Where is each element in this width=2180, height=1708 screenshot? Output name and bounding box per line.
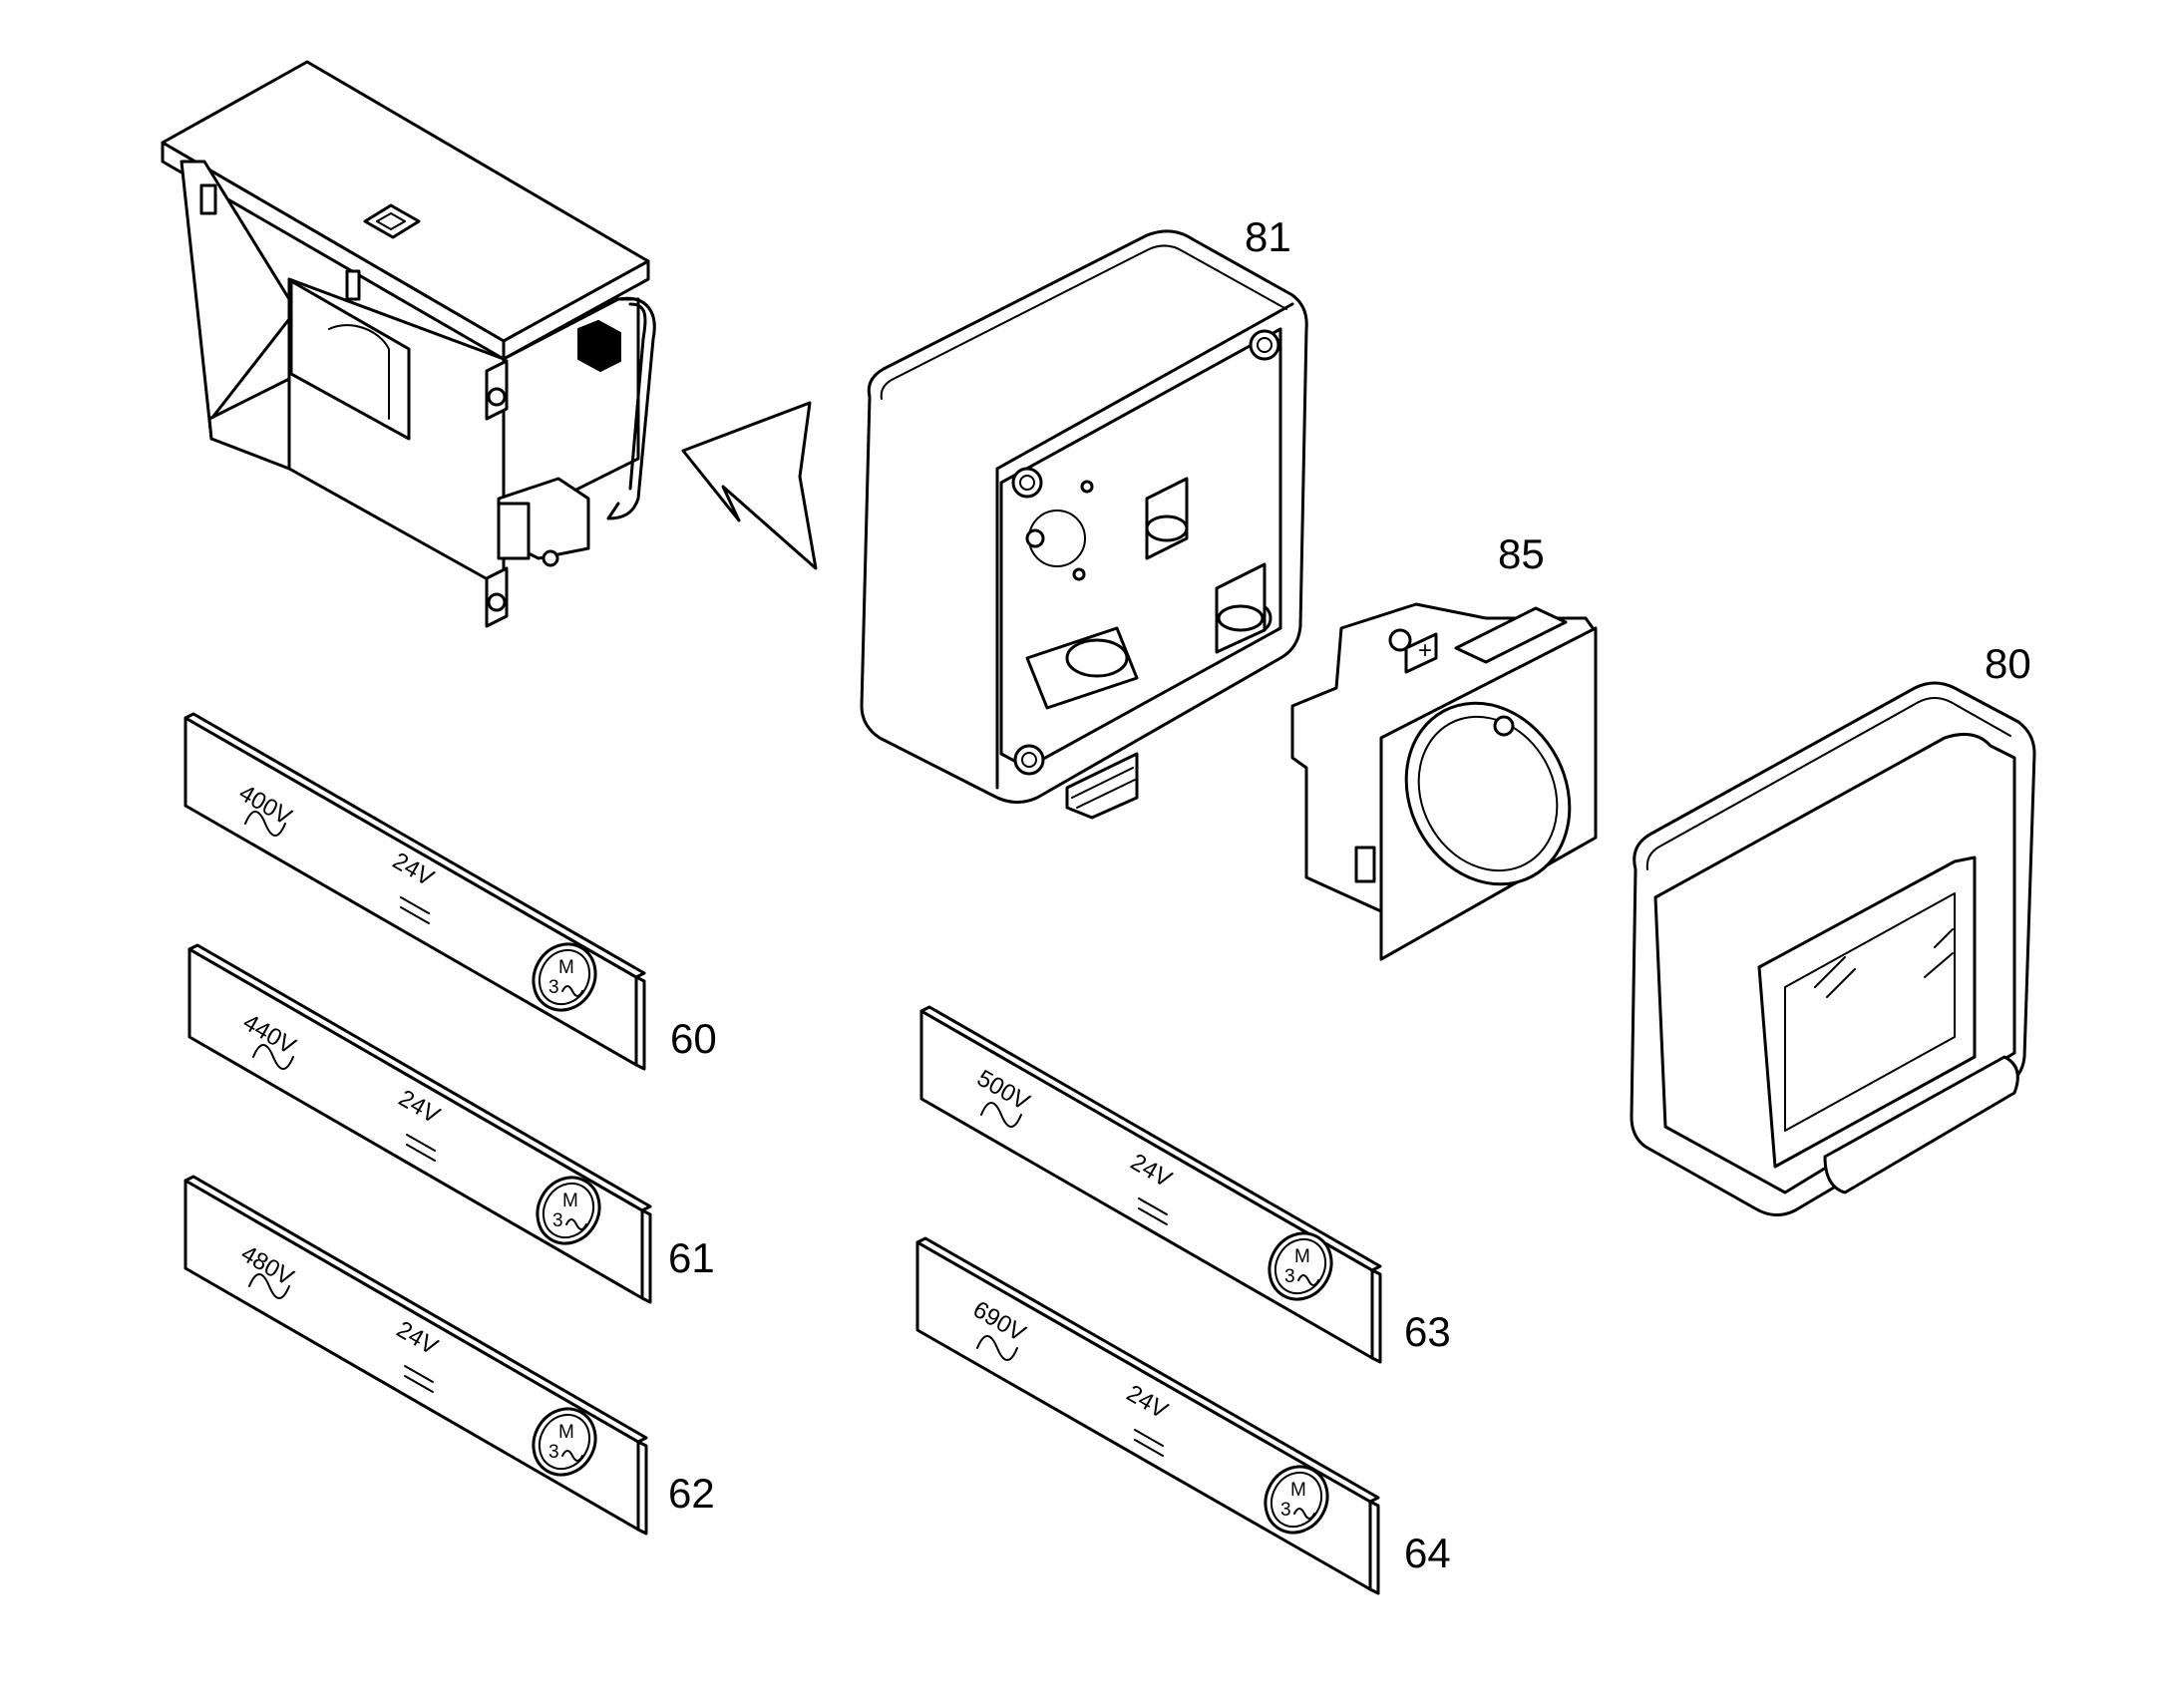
alternating-current-icon [244, 811, 286, 837]
label-cover-ref: 80 [1985, 640, 2031, 687]
label-plate-63-ref: 63 [1404, 1308, 1451, 1355]
alternating-current-icon [980, 1102, 1022, 1128]
label-plate-60-ref: 60 [670, 1015, 717, 1062]
motor-symbol-top: M [1294, 1246, 1310, 1267]
label-plate-61-ref: 61 [668, 1234, 715, 1281]
motor-symbol-top: M [1290, 1480, 1306, 1501]
lid-latch-icon [363, 203, 421, 239]
direct-current-icon [400, 896, 430, 924]
label-plate-62-ref: 62 [668, 1470, 715, 1517]
motor-symbol-bottom: 3 [1280, 1500, 1291, 1521]
label-plate-64-ref: 64 [1404, 1530, 1451, 1576]
rating-plate-64: 690V 24V M 3 [915, 1236, 1380, 1595]
motor-symbol-top: M [562, 1191, 578, 1211]
motor-symbol-bottom: 3 [548, 977, 559, 998]
device-lid-side [502, 259, 650, 361]
device-window [289, 279, 411, 441]
cable-loop [606, 296, 656, 520]
cover-hinge [1823, 1055, 2019, 1195]
motor-symbol-top: M [558, 957, 574, 978]
motor-symbol-bottom: 3 [548, 1442, 559, 1463]
socket-receptacle-icon [1404, 701, 1572, 886]
label-socket-ref: 85 [1498, 530, 1545, 577]
alternating-current-icon [248, 1273, 290, 1299]
cover-window [1757, 855, 1977, 1169]
motor-symbol-bottom: 3 [1284, 1266, 1295, 1287]
housing-cable-gland [1065, 752, 1139, 820]
direct-current-icon [1134, 1429, 1164, 1457]
junction-housing [860, 229, 1308, 820]
socket-earth-mark: + [1418, 637, 1432, 664]
direct-current-icon [406, 1134, 436, 1162]
direct-current-icon [1138, 1197, 1168, 1225]
rating-plate-61: 440V 24V M 3 [187, 943, 652, 1304]
rating-plate-63: 500V 24V M 3 [919, 1005, 1382, 1364]
motor-symbol-bottom: 3 [552, 1210, 563, 1231]
label-housing-ref: 81 [1245, 213, 1291, 260]
alternating-current-icon [252, 1044, 294, 1070]
power-socket-insert: + [1290, 602, 1598, 961]
rating-plate-60: 400V 24V M 3 [183, 712, 646, 1071]
protective-cover [1630, 681, 2036, 1216]
motor-symbol-top: M [558, 1422, 574, 1443]
mounted-device-assembly [161, 60, 656, 628]
bracket-tab [199, 183, 217, 215]
lightning-arrow-icon [681, 401, 818, 570]
direct-current-icon [404, 1365, 434, 1393]
alternating-current-icon [976, 1335, 1018, 1361]
rating-plate-62: 480V 24V M 3 [183, 1175, 648, 1536]
